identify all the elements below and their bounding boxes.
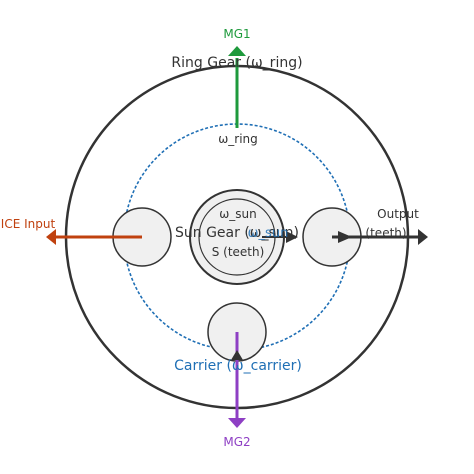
mg2-label: MG2 [223,435,250,449]
output-label: Output [377,207,419,221]
ring-gear-label: Ring Gear (ω_ring) [171,55,302,71]
omega-sun-overlap-label: ω_sun [248,226,289,241]
omega-sun-label: ω_sun [219,207,257,221]
omega-ring-label: ω_ring [218,132,258,146]
output-teeth-label: (teeth) [365,226,406,240]
output-arrowhead [418,229,428,245]
sun-gear-label: Sun Gear (ω_sun) [175,225,299,241]
sun-inner-arrowhead [286,231,298,243]
mg2-arrowhead [228,418,246,428]
mg1-arrowhead [228,46,246,56]
ice-input-label: ICE Input [1,217,56,231]
carrier-label: Carrier (ω_carrier) [174,358,302,374]
output-mid-arrowhead [338,231,352,243]
mg1-label: MG1 [223,27,250,41]
carrier-small-arrowhead [231,350,243,360]
ice-arrowhead [46,229,56,245]
sun-teeth-label: S (teeth) [212,245,265,259]
